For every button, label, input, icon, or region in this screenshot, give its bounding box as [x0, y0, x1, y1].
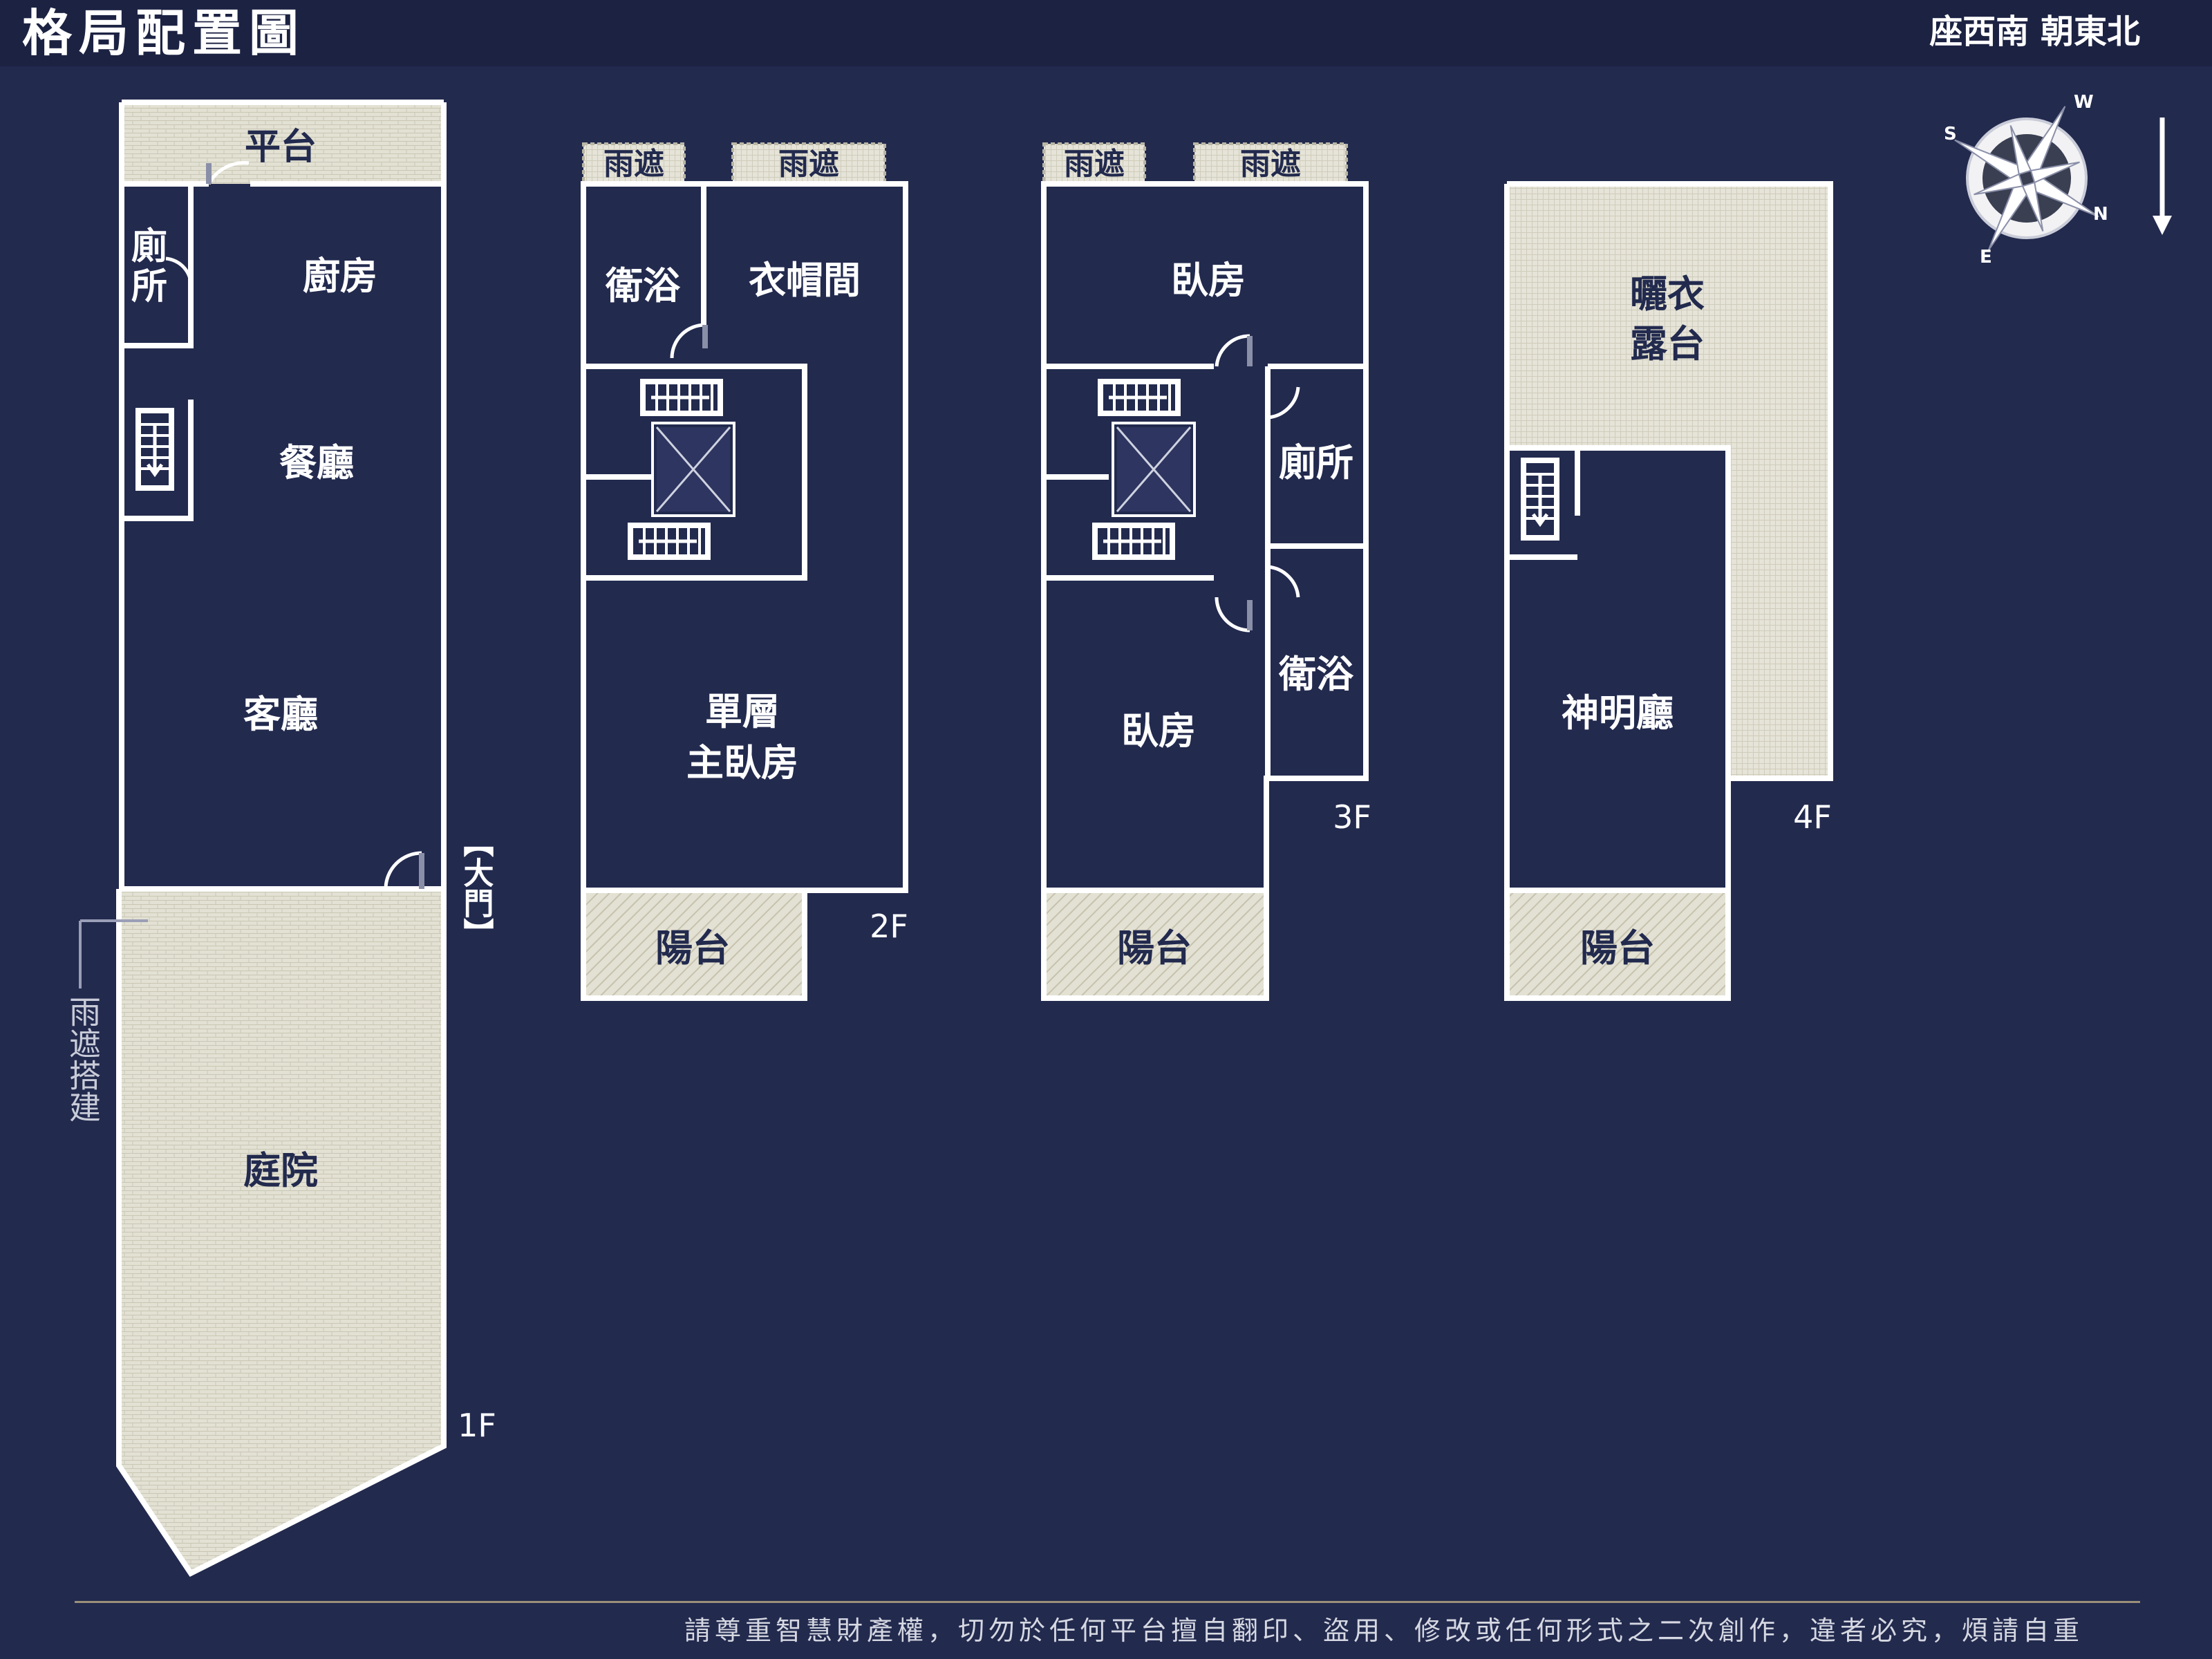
room-label-living: 客廳: [243, 693, 318, 736]
balcony-area: [1508, 890, 1728, 998]
canopy-label: 雨遮: [778, 147, 839, 182]
room-label-balcony: 陽台: [1117, 926, 1192, 970]
canopy-label: 雨遮: [1064, 147, 1125, 182]
room-label-balcony: 陽台: [655, 926, 730, 970]
footer-divider: [75, 1601, 2140, 1603]
header-bar: 格局配置圖 座西南 朝東北: [0, 0, 2212, 66]
floor-label-1f: 1F: [458, 1407, 496, 1444]
room-label-master-1: 單層: [705, 690, 780, 733]
compass-letter-s: S: [1944, 124, 1957, 144]
compass-letter-w: W: [2074, 92, 2094, 113]
stair-icon: [628, 523, 711, 560]
floor-label-4f: 4F: [1793, 798, 1832, 836]
compass-icon: W N E S: [1944, 92, 2108, 268]
room-label-bath: 衛浴: [1278, 653, 1354, 696]
canopy-label: 雨遮: [603, 147, 664, 182]
floor-label-2f: 2F: [870, 908, 908, 945]
floor-label-3f: 3F: [1333, 798, 1371, 836]
room-label-shrine: 神明廳: [1562, 691, 1674, 735]
room-label-closet: 衣帽間: [749, 259, 861, 302]
floor-3f-plan: [1041, 142, 1369, 1001]
compass-letter-e: E: [1980, 247, 1992, 268]
room-label-balcony: 陽台: [1580, 926, 1655, 970]
room-label-bath: 衛浴: [605, 264, 681, 308]
compass-letter-n: N: [2093, 204, 2108, 225]
room-label-courtyard: 庭院: [243, 1149, 318, 1192]
canopy-area: [1042, 142, 1146, 184]
down-arrow-icon: [2153, 118, 2172, 235]
room-label-drying-1: 曬衣: [1630, 272, 1705, 316]
drying-terrace-area: [1507, 184, 1830, 778]
stair-icon: [1092, 523, 1175, 560]
canopy-area: [731, 142, 886, 184]
room-label-toilet-1: 廁: [131, 226, 167, 268]
main-door-icon: [384, 851, 422, 890]
orientation-label: 座西南 朝東北: [1929, 12, 2140, 51]
stair-void-icon: [651, 422, 735, 517]
room-label-bedroom-top: 臥房: [1171, 259, 1246, 302]
page-title: 格局配置圖: [22, 4, 306, 62]
room-label-drying-2: 露台: [1630, 322, 1705, 366]
balcony-area: [1045, 890, 1266, 998]
stair-icon: [1098, 379, 1181, 416]
stair-icon: [1521, 458, 1559, 541]
room-label-toilet-2: 所: [131, 266, 167, 308]
room-label-dining: 餐廳: [279, 441, 354, 485]
room-label-master-2: 主臥房: [686, 741, 798, 785]
room-label-kitchen: 廚房: [303, 254, 377, 298]
room-label-platform: 平台: [245, 126, 317, 168]
stair-icon: [640, 379, 723, 416]
stair-void-icon: [1112, 422, 1196, 517]
balcony-area: [585, 890, 805, 998]
floor-2f-plan: [581, 142, 908, 1001]
copyright-notice: 請尊重智慧財產權，切勿於任何平台擅自翻印、盜用、修改或任何形式之二次創作，違者必…: [684, 1615, 2084, 1646]
floor-4f-plan: [1504, 181, 1833, 1001]
stair-icon: [135, 408, 174, 491]
canopy-label: 雨遮: [1240, 147, 1301, 182]
platform-area: [119, 102, 444, 184]
room-label-toilet: 廁所: [1279, 441, 1353, 485]
canopy-area: [582, 142, 686, 184]
floor-1f-plan: [79, 100, 447, 1577]
canopy-note-label: 雨遮搭建: [64, 995, 102, 1123]
courtyard-area: [119, 889, 444, 1573]
room-label-bedroom-bottom: 臥房: [1121, 709, 1196, 753]
main-door-label: 【大門】: [458, 827, 494, 948]
